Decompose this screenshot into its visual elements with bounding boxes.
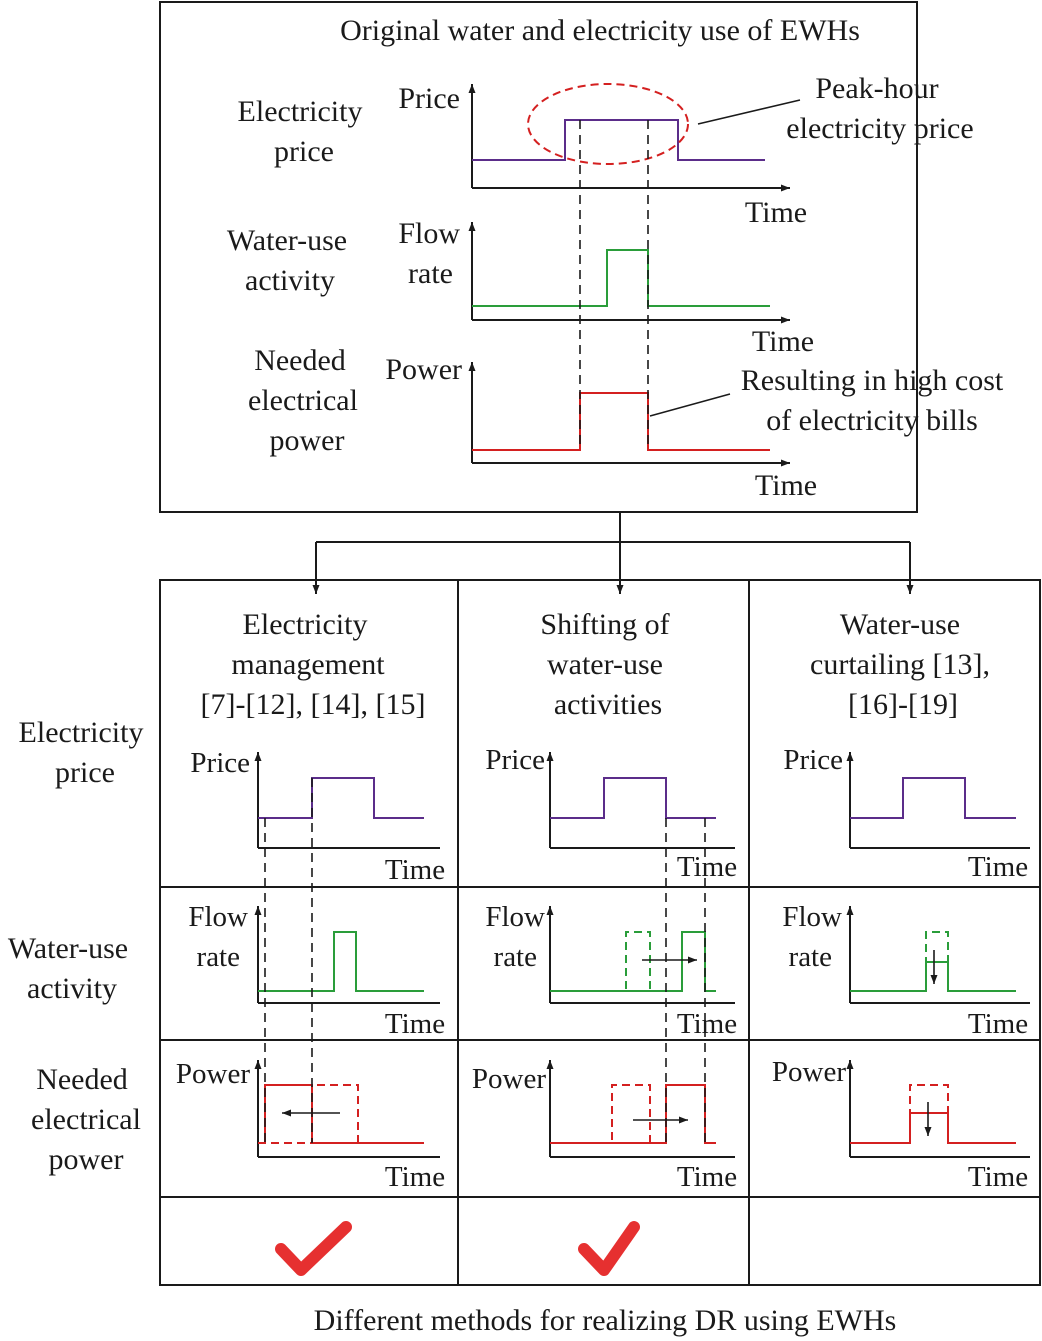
col2-flow-shifted-line	[550, 931, 716, 992]
col1-flow-line	[258, 931, 424, 992]
col1-flow-time-label: Time	[385, 1008, 445, 1040]
col2-flow-axis-label-1: Flow	[485, 901, 545, 933]
col3-price-axis-label: Price	[783, 744, 843, 776]
top-price-chart: Price Time Peak-hour electricity price	[398, 72, 973, 229]
col2-charts: Price Time Flow rate Time Power Time	[472, 744, 737, 1193]
col3-power-time-label: Time	[968, 1161, 1028, 1193]
col1-title-2: management	[231, 648, 385, 681]
col2-power-shifted-line	[550, 1084, 716, 1144]
row-label-price-1: Electricity	[19, 716, 144, 749]
col1-title-1: Electricity	[243, 608, 368, 641]
top-row-label-flow-2: activity	[245, 264, 335, 297]
top-flow-axis-label-2: rate	[408, 257, 453, 290]
top-power-time-label: Time	[755, 469, 817, 502]
col2-title-3: activities	[554, 688, 662, 721]
top-row-label-power-2: electrical	[248, 384, 358, 417]
col2-title-2: water-use	[547, 648, 663, 681]
col3-power-axis-label: Power	[772, 1056, 846, 1088]
cost-annotation-1: Resulting in high cost	[741, 364, 1004, 397]
col3-price-time-label: Time	[968, 851, 1028, 883]
methods-grid	[159, 579, 1041, 1286]
methods-grid-border	[159, 579, 1041, 1286]
row-label-price-2: price	[55, 756, 115, 789]
peak-annotation-2: electricity price	[786, 112, 973, 145]
col3-charts: Price Time Flow rate Time Power Time	[772, 744, 1030, 1193]
col1-power-original-dashed	[258, 1084, 359, 1144]
top-power-line	[472, 392, 770, 451]
col2-price-line	[550, 777, 716, 819]
top-row-label-power-3: power	[270, 424, 345, 457]
col1-flow-axis-label-1: Flow	[188, 901, 248, 933]
col2-price-axis-label: Price	[485, 744, 545, 776]
row-label-power-2: electrical	[31, 1103, 141, 1136]
col1-power-axis-label: Power	[176, 1058, 250, 1090]
col1-price-line	[258, 777, 424, 819]
column-titles: Electricity management [7]-[12], [14], […	[201, 608, 990, 721]
col2-power-axis-label: Power	[472, 1063, 546, 1095]
col1-price-axis-label: Price	[190, 747, 250, 779]
row-label-power-3: power	[49, 1143, 124, 1176]
col2-title-1: Shifting of	[540, 608, 669, 641]
col2-power-time-label: Time	[677, 1161, 737, 1193]
col2-flow-axis-label-2: rate	[494, 941, 537, 973]
top-panel-title: Original water and electricity use of EW…	[340, 14, 860, 47]
row-label-power-1: Needed	[36, 1063, 128, 1096]
col2-flow-time-label: Time	[677, 1008, 737, 1040]
top-row-label-price-1: Electricity	[238, 95, 363, 128]
col2-check-cell	[578, 1221, 640, 1276]
top-flow-line	[472, 249, 770, 307]
top-row-label-price-2: price	[274, 135, 334, 168]
col3-title-1: Water-use	[840, 608, 960, 641]
top-flow-axis-label-1: Flow	[398, 217, 460, 250]
col2-power-original-dashed	[550, 1084, 651, 1144]
top-panel: Original water and electricity use of EW…	[159, 1, 1004, 513]
col1-check-cell	[275, 1221, 352, 1276]
col1-charts: Price Time Flow rate Time Power Time	[176, 747, 445, 1193]
row-label-flow-1: Water-use	[8, 932, 128, 965]
row-label-flow-2: activity	[27, 972, 117, 1005]
top-price-axis-label: Price	[398, 82, 460, 115]
col3-flow-curtailed-line	[850, 961, 1016, 992]
top-flow-time-label: Time	[752, 325, 814, 358]
col2-price-time-label: Time	[677, 851, 737, 883]
methods-row-labels: Electricity price Water-use activity Nee…	[8, 716, 144, 1176]
col2-flow-original-dashed	[550, 931, 651, 992]
checkmark-icon	[275, 1221, 352, 1276]
top-row-label-power-1: Needed	[254, 344, 346, 377]
cost-annotation-2: of electricity bills	[766, 404, 978, 437]
col1-title-3: [7]-[12], [14], [15]	[201, 688, 426, 721]
col3-title-3: [16]-[19]	[848, 688, 958, 721]
top-power-axis-label: Power	[385, 353, 462, 386]
col1-power-time-label: Time	[385, 1161, 445, 1193]
peak-annotation-1: Peak-hour	[815, 72, 938, 105]
col1-flow-axis-label-2: rate	[197, 941, 240, 973]
top-price-time-label: Time	[745, 196, 807, 229]
col3-price-line	[850, 777, 1016, 819]
col3-flow-axis-label-2: rate	[789, 941, 832, 973]
top-price-line	[472, 119, 765, 161]
col3-title-2: curtailing [13],	[810, 648, 990, 681]
branch-connectors	[312, 512, 914, 594]
col1-power-shifted-line	[258, 1084, 424, 1144]
top-power-chart: Power Time Resulting in high cost of ele…	[385, 353, 1004, 502]
figure-caption: Different methods for realizing DR using…	[314, 1304, 897, 1337]
col3-flow-time-label: Time	[968, 1008, 1028, 1040]
top-row-label-flow-1: Water-use	[227, 224, 347, 257]
col3-flow-axis-label-1: Flow	[782, 901, 842, 933]
top-panel-border	[159, 1, 918, 513]
cost-callout-line	[649, 393, 731, 417]
col3-power-curtailed-line	[850, 1112, 1016, 1144]
peak-hour-ellipse	[527, 83, 689, 165]
peak-callout-line	[697, 99, 801, 125]
top-flow-chart: Flow rate Time	[398, 217, 814, 358]
col1-price-time-label: Time	[385, 854, 445, 886]
checkmark-icon	[578, 1221, 640, 1276]
